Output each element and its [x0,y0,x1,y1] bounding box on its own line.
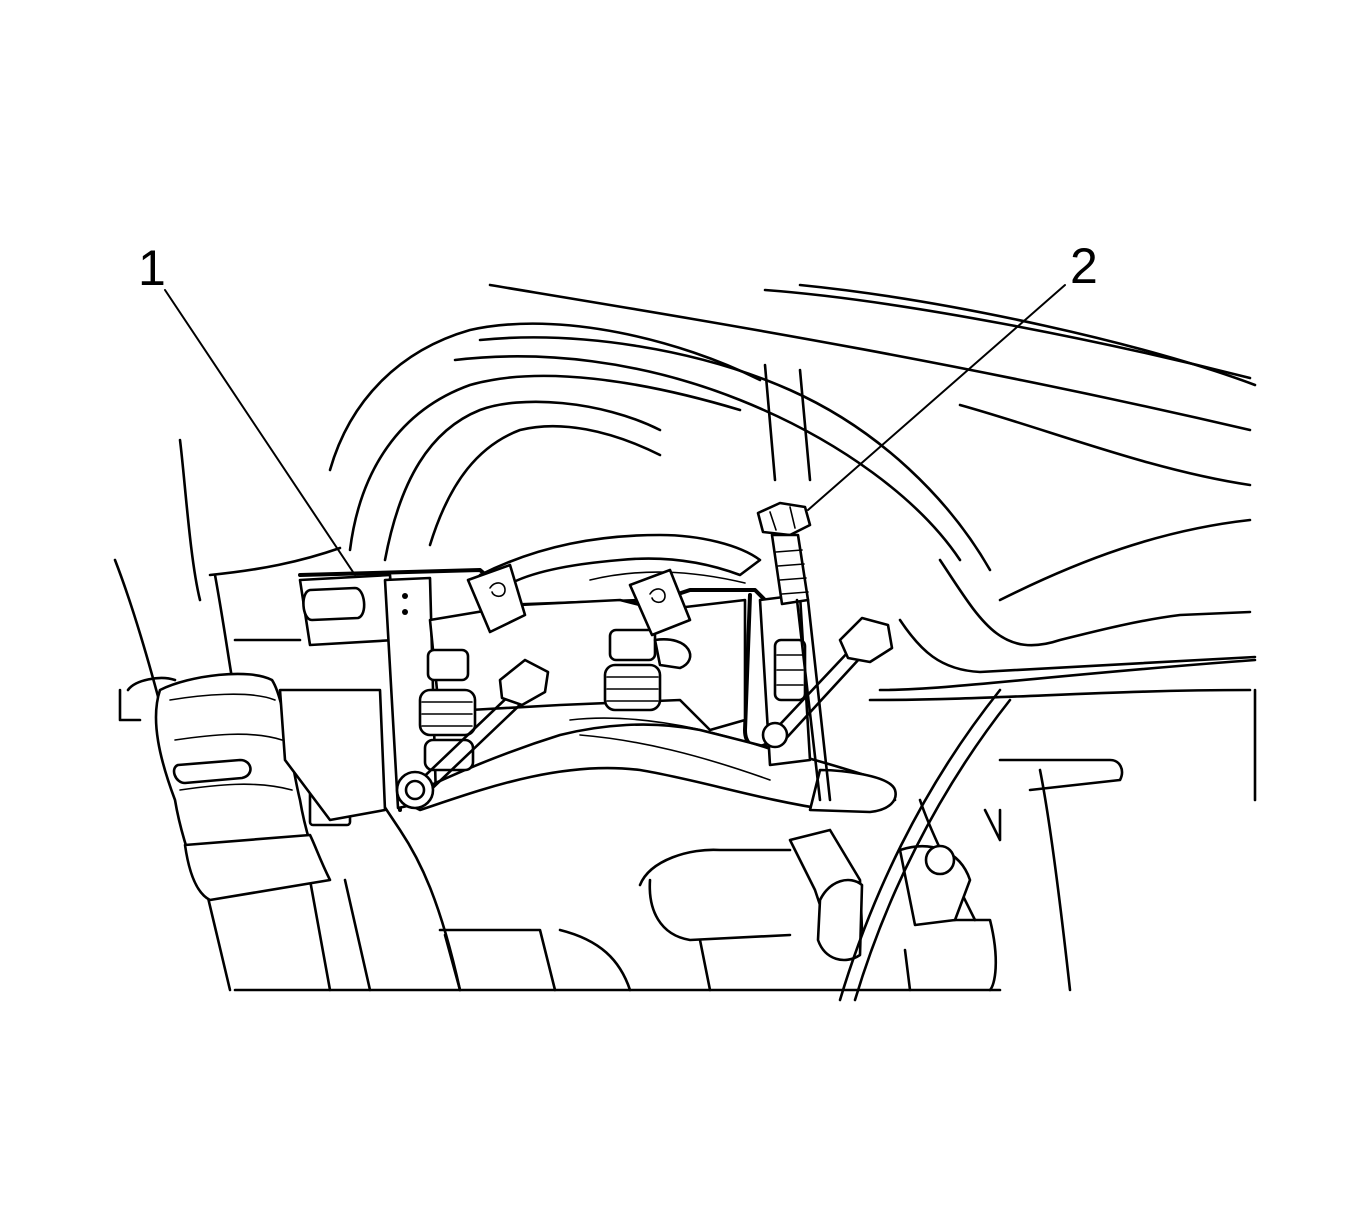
fuel-injector-2 [603,628,692,712]
vacuum-fittings [278,688,387,827]
injector-wiring-harness [466,533,762,637]
intake-hose-left [154,672,332,902]
rail-retaining-bolt-left [395,658,550,810]
engine-bay-background [113,283,1257,992]
callout-leaders [164,284,1066,576]
fuel-injector-3 [773,638,807,702]
fuel-rail-bolt [756,501,832,802]
rail-retaining-bolt-right [761,616,894,749]
callout-leader-1 [164,289,356,576]
callout-leader-2 [807,284,1066,511]
callout-label-1: 1 [138,240,166,296]
fuel-line-clamp [788,688,1012,1002]
fuel-injector-1 [418,648,477,772]
callout-label-2: 2 [1070,238,1098,294]
